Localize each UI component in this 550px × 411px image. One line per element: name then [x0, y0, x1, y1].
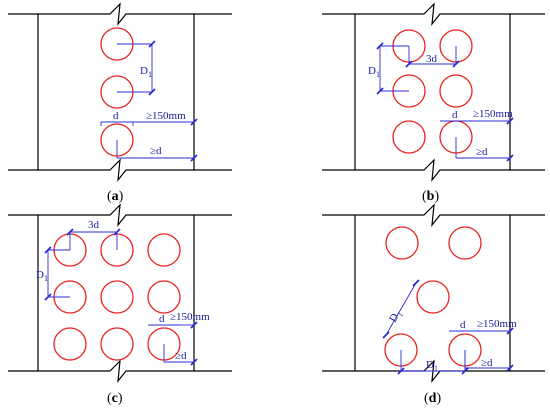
dim-tick [44, 246, 52, 254]
pile [392, 120, 426, 154]
label-D1: D1 [36, 269, 48, 283]
break-line-top [8, 2, 232, 26]
label-ge150: ≥150mm [170, 311, 210, 323]
label-ged: ≥d [150, 145, 162, 157]
caption-c: (c) [107, 391, 123, 406]
dim-tick [461, 367, 469, 375]
label-d: d [113, 110, 119, 122]
dim-tick [190, 154, 198, 162]
break-line-bottom [8, 158, 232, 182]
dim-tick [382, 331, 390, 339]
label-ge150: ≥150mm [473, 108, 513, 120]
label-ged: ≥d [476, 146, 488, 158]
pile [147, 280, 181, 314]
dim-line-D1-diagonal [385, 282, 417, 336]
caption-b: (b) [422, 189, 439, 204]
break-line-top [322, 203, 545, 227]
label-d: d [159, 313, 165, 325]
label-ged: ≥d [481, 357, 493, 369]
dim-tick [113, 228, 121, 236]
pile [53, 327, 87, 361]
panel-b: 3d D1 d ≥150mm ≥d (b) [322, 2, 545, 204]
pile [416, 280, 450, 314]
caption-d: (d) [424, 391, 441, 406]
label-d: d [452, 109, 458, 121]
dim-tick [190, 321, 198, 329]
pile [100, 280, 134, 314]
dim-tick [506, 364, 514, 372]
label-ged: ≥d [175, 350, 187, 362]
panel-c: 3d D1 d ≥150mm ≥d (c) [8, 203, 232, 406]
dim-tick [452, 60, 460, 68]
label-ge150: ≥150mm [477, 318, 517, 330]
label-d: d [460, 319, 466, 331]
break-line-bottom [8, 359, 232, 383]
pile [147, 233, 181, 267]
pile [100, 327, 134, 361]
dim-tick [376, 87, 384, 95]
dim-tick [506, 117, 514, 125]
dim-tick [376, 42, 384, 50]
label-3d: 3d [88, 219, 100, 231]
dim-tick [44, 293, 52, 301]
label-3d: 3d [426, 53, 438, 65]
pile [439, 74, 473, 108]
dim-tick [506, 154, 514, 162]
label-D1-horizontal: D1 [426, 359, 438, 373]
break-line-top [322, 2, 545, 26]
dim-tick [148, 88, 156, 96]
dim-tick [66, 228, 74, 236]
break-line-top [8, 203, 232, 227]
dim-tick [506, 327, 514, 335]
dim-tick [397, 367, 405, 375]
dim-tick [405, 60, 413, 68]
panel-d: D1 D1 d ≥150mm ≥d (d) [322, 203, 545, 406]
panel-a: D1 d ≥150mm ≥d (a) [8, 2, 232, 204]
dim-tick [190, 358, 198, 366]
pile [385, 226, 419, 260]
label-D1-diagonal: D1 [387, 308, 405, 325]
break-line-bottom [322, 158, 545, 182]
caption-a: (a) [107, 189, 124, 204]
label-D1: D1 [140, 65, 152, 79]
pile [448, 226, 482, 260]
dim-tick [190, 118, 198, 126]
dim-tick [148, 40, 156, 48]
label-D1: D1 [368, 65, 380, 79]
dim-tick [412, 279, 420, 287]
label-ge150: ≥150mm [146, 110, 186, 122]
